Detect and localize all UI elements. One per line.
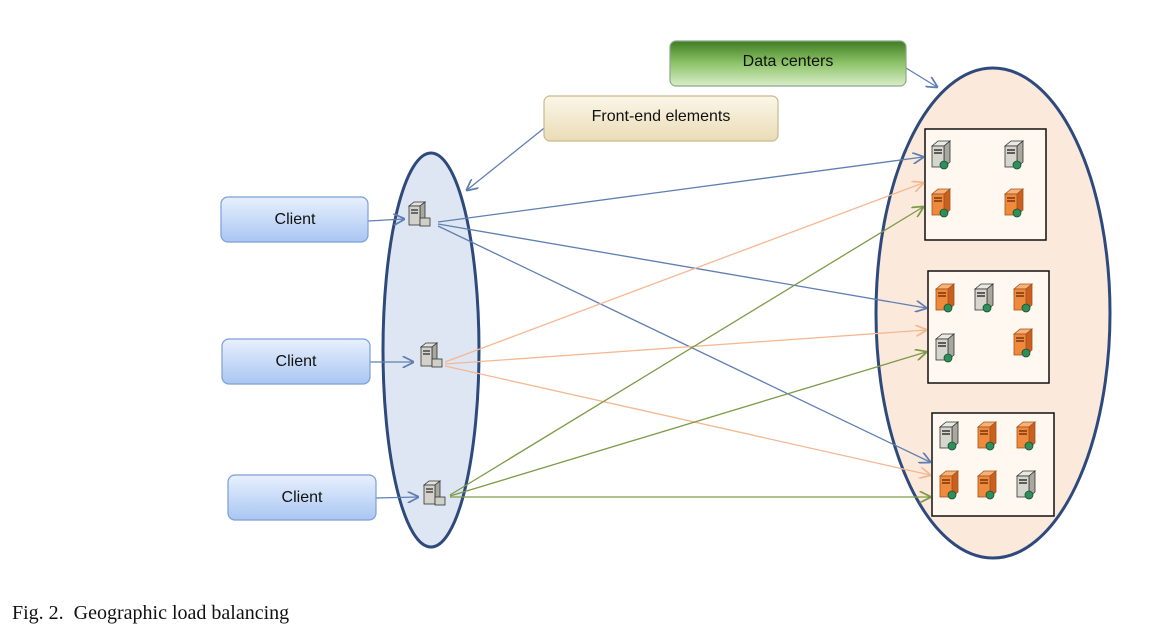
client-arrow bbox=[375, 497, 418, 498]
server-icon bbox=[974, 283, 994, 313]
client-arrow bbox=[367, 219, 404, 221]
figure-caption: Fig. 2. Geographic load balancing bbox=[12, 602, 290, 624]
route-arrow-blue bbox=[437, 223, 926, 308]
server-icon bbox=[1013, 328, 1033, 358]
server-icon bbox=[1016, 470, 1036, 500]
server-icon bbox=[1013, 283, 1033, 313]
client-box-3 bbox=[227, 474, 377, 521]
route-arrow-orange bbox=[444, 330, 926, 365]
client-label-2: Client bbox=[276, 353, 317, 370]
frontend-callout-arrow bbox=[467, 124, 549, 190]
frontend-label: Front-end elements bbox=[592, 108, 731, 125]
server-icon bbox=[939, 421, 959, 451]
route-arrow-blue bbox=[437, 157, 923, 223]
client-label-3: Client bbox=[282, 489, 323, 506]
server-icon bbox=[931, 140, 951, 170]
datacenters-callout-arrow bbox=[905, 67, 937, 87]
frontend-label-box bbox=[543, 95, 779, 142]
server-icon bbox=[1004, 140, 1024, 170]
server-icon bbox=[977, 470, 997, 500]
datacenters-label-box bbox=[669, 40, 907, 87]
client-label-1: Client bbox=[275, 211, 316, 228]
route-arrow-orange bbox=[444, 183, 923, 363]
server-icon bbox=[1016, 421, 1036, 451]
server-icon bbox=[1004, 188, 1024, 218]
client-box-2 bbox=[221, 338, 371, 385]
server-icon bbox=[977, 421, 997, 451]
route-arrow-blue bbox=[437, 225, 930, 462]
client-box-1 bbox=[220, 196, 369, 243]
datacenters-label: Data centers bbox=[743, 53, 834, 70]
server-icon bbox=[939, 470, 959, 500]
route-arrow-green bbox=[449, 207, 923, 496]
server-icon bbox=[935, 333, 955, 363]
route-arrow-orange bbox=[444, 365, 930, 475]
server-icon bbox=[935, 283, 955, 313]
server-icon bbox=[931, 188, 951, 218]
route-arrow-green bbox=[449, 352, 926, 497]
